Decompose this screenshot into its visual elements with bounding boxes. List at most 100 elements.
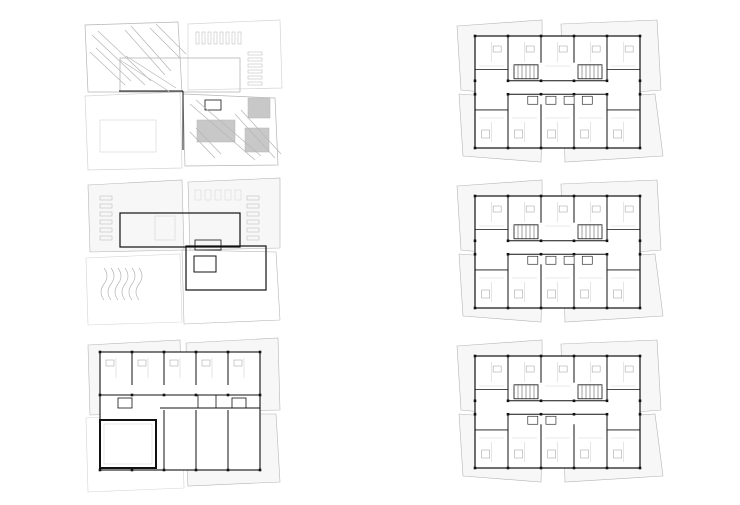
structural-column — [605, 306, 609, 310]
structural-column — [638, 252, 642, 256]
landscape-wave — [100, 267, 108, 301]
parking-bay — [201, 31, 206, 45]
hatch-stripe — [234, 113, 276, 159]
furniture — [547, 289, 556, 299]
parking-bay — [207, 31, 212, 45]
parking-bay — [247, 69, 263, 74]
parking-bay — [195, 31, 200, 45]
structural-column — [572, 239, 576, 243]
parking-bay — [231, 31, 236, 45]
structural-column — [473, 412, 477, 416]
structural-column — [572, 146, 576, 150]
furniture — [514, 129, 523, 139]
furniture — [580, 289, 589, 299]
structural-column — [539, 34, 543, 38]
parking-bay — [246, 219, 260, 225]
hatch-stripe — [91, 34, 146, 86]
structural-column — [539, 466, 543, 470]
structural-column — [506, 79, 510, 83]
parking-bay — [194, 189, 202, 201]
first-floor-plan — [85, 337, 281, 493]
lift-core — [193, 255, 217, 273]
structural-column — [638, 34, 642, 38]
hatch-stripe — [195, 127, 222, 155]
structural-column — [506, 466, 510, 470]
furniture — [137, 359, 147, 367]
furniture — [481, 129, 490, 139]
structural-column — [226, 393, 230, 397]
structural-column — [506, 412, 510, 416]
furniture — [547, 449, 556, 459]
landscape-wave — [128, 267, 136, 301]
landscape-wave — [121, 267, 129, 301]
structural-column — [539, 92, 543, 96]
shaft — [563, 95, 575, 105]
structural-column — [572, 79, 576, 83]
shaft — [581, 95, 593, 105]
pool — [99, 419, 157, 469]
landscape-outline — [187, 177, 281, 251]
structural-column — [605, 412, 609, 416]
furniture — [624, 365, 634, 373]
furniture — [558, 365, 568, 373]
structural-column — [539, 399, 543, 403]
parking-bay — [246, 227, 260, 233]
furniture — [481, 289, 490, 299]
solar-panel-field — [196, 119, 236, 143]
shaft — [527, 255, 539, 265]
structural-column — [194, 350, 198, 354]
hatch-stripe — [95, 47, 132, 82]
furniture — [525, 45, 535, 53]
furniture — [613, 129, 622, 139]
structural-column — [539, 194, 543, 198]
structural-column — [98, 393, 102, 397]
shaft — [231, 397, 247, 409]
parking-bay — [247, 51, 263, 56]
hatch-stripe — [189, 131, 216, 159]
furniture — [201, 359, 211, 367]
structural-column — [572, 34, 576, 38]
structural-column — [162, 350, 166, 354]
furniture — [105, 359, 115, 367]
furniture — [591, 365, 601, 373]
structural-column — [473, 34, 477, 38]
structural-column — [605, 194, 609, 198]
hatch-stripe — [155, 23, 187, 55]
furniture — [624, 205, 634, 213]
furniture — [547, 129, 556, 139]
roof-outline — [187, 19, 283, 91]
structural-column — [98, 468, 102, 472]
structural-column — [638, 194, 642, 198]
furniture — [233, 359, 243, 367]
structural-column — [572, 252, 576, 256]
shaft — [527, 415, 539, 425]
landscape-outline — [85, 253, 183, 326]
furniture — [514, 289, 523, 299]
structural-column — [473, 354, 477, 358]
structural-column — [473, 239, 477, 243]
structural-column — [130, 468, 134, 472]
stair-core — [194, 239, 222, 251]
structural-column — [506, 239, 510, 243]
landscape-wave — [114, 267, 122, 301]
roof-plan — [84, 19, 283, 171]
parking-bay — [247, 75, 263, 80]
structural-column — [605, 252, 609, 256]
furniture — [558, 45, 568, 53]
hatch-stripe — [189, 103, 256, 161]
structural-column — [605, 239, 609, 243]
structural-column — [226, 350, 230, 354]
structural-column — [506, 399, 510, 403]
shaft — [581, 255, 593, 265]
furniture — [591, 205, 601, 213]
hatch-stripe — [89, 51, 126, 86]
parking-bay — [204, 189, 212, 201]
room — [154, 215, 176, 241]
shaft — [545, 415, 557, 425]
parking-bay — [219, 31, 224, 45]
shaft — [545, 255, 557, 265]
furniture — [558, 205, 568, 213]
landscape-wave — [135, 267, 143, 301]
structural-column — [605, 466, 609, 470]
